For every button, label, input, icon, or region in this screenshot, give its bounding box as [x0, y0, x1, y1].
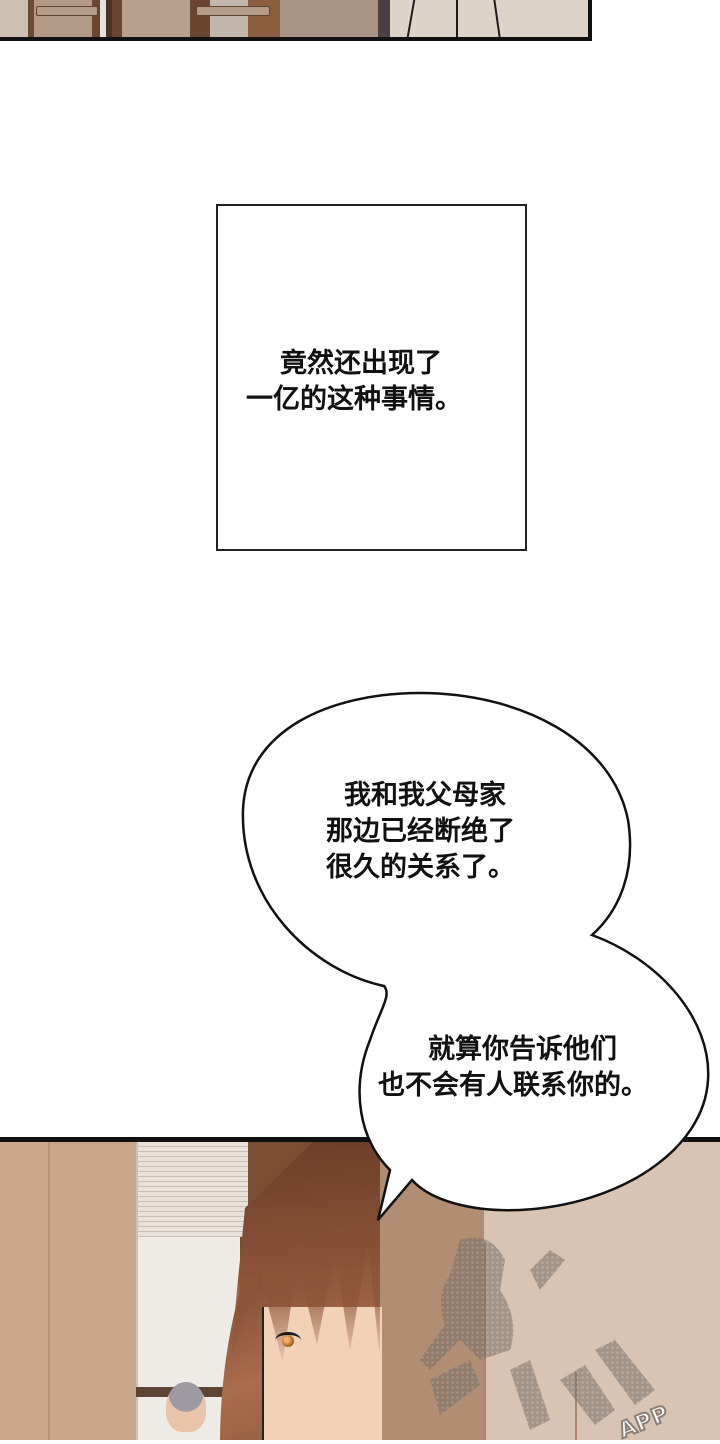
background-character-grey-haired-man — [166, 1382, 206, 1432]
dialogue-line: 就算你告诉他们 — [428, 1034, 617, 1065]
window-blinds — [138, 1142, 248, 1237]
speech-bubble-text-part1: 我和我父母家 那边已经断绝了 很久的关系了。 — [326, 778, 515, 886]
coat-fold-line — [493, 0, 501, 37]
narration-caption-box: 竟然还出现了 一亿的这种事情。 — [216, 204, 527, 551]
character-eye — [275, 1332, 301, 1349]
door-handle — [196, 6, 270, 16]
narration-caption-text: 竟然还出现了 一亿的这种事情。 — [218, 346, 525, 418]
coat-fold-line — [406, 0, 416, 37]
dialogue-line: 也不会有人联系你的。 — [378, 1070, 648, 1101]
dialogue-line: 很久的关系了。 — [326, 852, 515, 883]
door-panel-line — [484, 1242, 486, 1440]
bottom-panel-illustration — [0, 1137, 720, 1440]
door-handle — [36, 6, 98, 16]
caption-line: 一亿的这种事情。 — [246, 384, 462, 415]
dialogue-line: 我和我父母家 — [344, 780, 506, 811]
dialogue-line: 那边已经断绝了 — [326, 816, 515, 847]
coat-fold-line — [456, 0, 458, 37]
door-panel-line — [575, 1372, 577, 1440]
speech-bubble-text-part2: 就算你告诉他们 也不会有人联系你的。 — [378, 1032, 648, 1104]
caption-line: 竟然还出现了 — [280, 348, 442, 379]
top-panel — [0, 0, 592, 41]
